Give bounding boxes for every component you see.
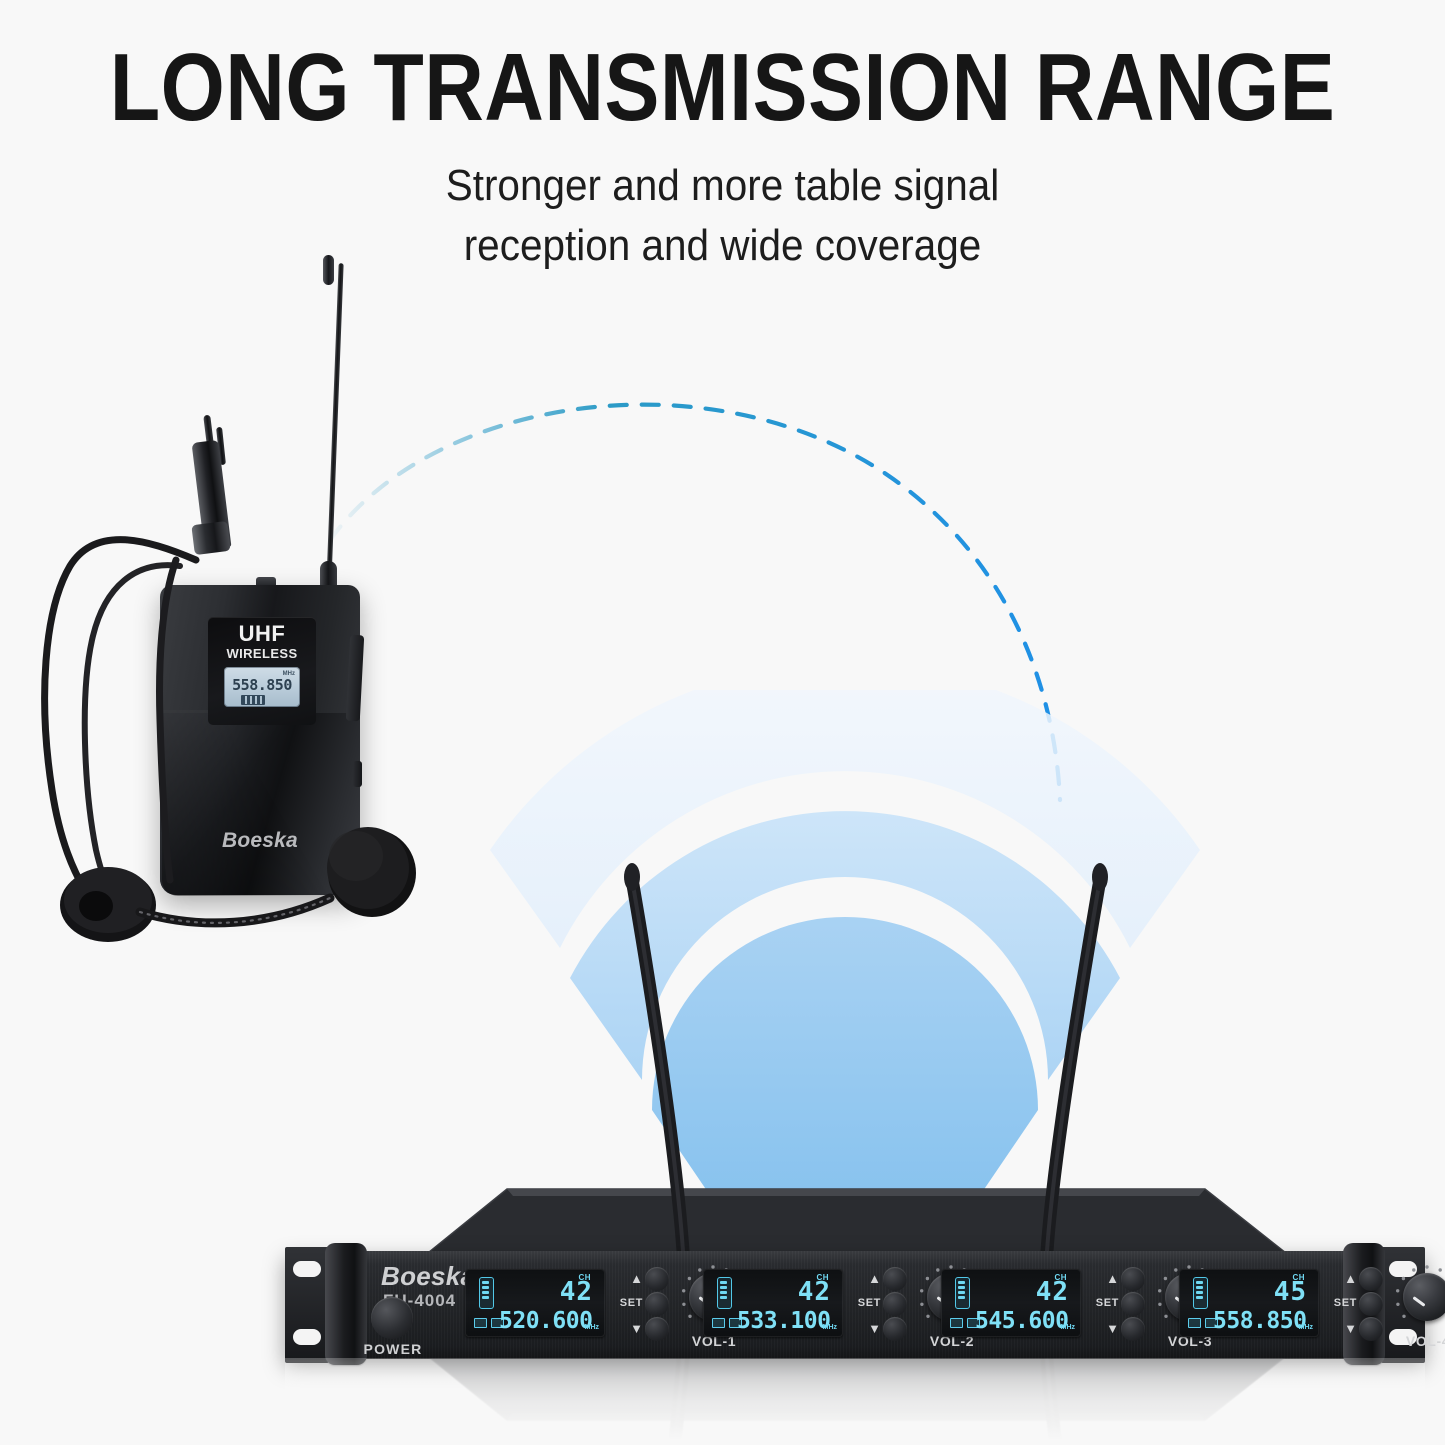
battery-icon <box>241 695 265 705</box>
up-button-label: ▲ <box>1344 1271 1357 1286</box>
page-title: LONG TRANSMISSION RANGE <box>109 34 1336 141</box>
channel-number: 42 <box>1035 1277 1069 1307</box>
rf-signal-icon <box>717 1277 732 1309</box>
frequency-unit: MHz <box>822 1324 837 1331</box>
up-button[interactable] <box>645 1267 669 1291</box>
channel-frequency: 558.850 <box>1213 1308 1307 1334</box>
rf-signal-icon <box>479 1277 494 1309</box>
power-label: POWER <box>363 1341 423 1357</box>
set-button[interactable] <box>1121 1292 1145 1316</box>
wireless-label: WIRELESS <box>226 646 298 661</box>
set-button[interactable] <box>883 1292 907 1316</box>
rf-signal-icon <box>1193 1277 1208 1309</box>
up-button-label: ▲ <box>868 1271 881 1286</box>
af-level-icon <box>474 1318 504 1328</box>
channel-number: 42 <box>559 1277 593 1307</box>
set-button[interactable] <box>1359 1292 1383 1316</box>
volume-knob[interactable] <box>1403 1273 1445 1321</box>
channel-tag: CH <box>1054 1273 1067 1282</box>
power-button[interactable] <box>371 1297 413 1339</box>
volume-label: VOL-1 <box>691 1333 737 1349</box>
frequency-unit: MHz <box>1298 1324 1313 1331</box>
down-button-label: ▼ <box>630 1321 643 1336</box>
receiver-antennas <box>624 863 1108 1258</box>
subtitle-line-1: Stronger and more table signal <box>445 161 1000 210</box>
down-button-label: ▼ <box>868 1321 881 1336</box>
channel-tag: CH <box>578 1273 591 1282</box>
rf-signal-icon <box>955 1277 970 1309</box>
subtitle: Stronger and more table signal reception… <box>58 156 1387 276</box>
up-button[interactable] <box>883 1267 907 1291</box>
channel-frequency: 545.600 <box>975 1308 1069 1334</box>
channel-number: 45 <box>1273 1277 1307 1307</box>
up-button[interactable] <box>1121 1267 1145 1291</box>
volume-label: VOL-3 <box>1167 1333 1213 1349</box>
subtitle-line-2: reception and wide coverage <box>463 220 982 270</box>
channel-tag: CH <box>1292 1273 1305 1282</box>
antenna-icon <box>323 255 334 285</box>
bodypack-lcd: MHz 558.850 <box>224 667 300 707</box>
up-button-label: ▲ <box>1106 1271 1119 1286</box>
top-nub <box>256 577 276 587</box>
knob-scale-icon <box>1396 1265 1442 1318</box>
channel-tag: CH <box>816 1273 829 1282</box>
set-button-label: SET <box>857 1297 881 1309</box>
rack-ear-left <box>285 1247 329 1363</box>
side-button[interactable] <box>353 761 362 787</box>
set-button[interactable] <box>645 1292 669 1316</box>
volume-label: VOL-2 <box>929 1333 975 1349</box>
af-level-icon <box>950 1318 980 1328</box>
channel-frequency: 520.600 <box>499 1308 593 1334</box>
bodypack-front-panel: UHF WIRELESS MHz 558.850 <box>208 617 316 725</box>
headset-microphone <box>41 536 416 942</box>
frequency-unit: MHz <box>1060 1324 1075 1331</box>
set-button-label: SET <box>1333 1297 1357 1309</box>
volume-label: VOL-4 <box>1405 1333 1445 1349</box>
signal-wave-icon <box>490 690 1200 1210</box>
down-button-label: ▼ <box>1106 1321 1119 1336</box>
uhf-label: UHF <box>238 621 286 646</box>
set-button-label: SET <box>619 1297 643 1309</box>
af-level-icon <box>712 1318 742 1328</box>
lcd-unit: MHz <box>282 671 295 677</box>
channel-number: 42 <box>797 1277 831 1307</box>
rack-handle-left[interactable] <box>325 1243 367 1365</box>
bodypack-shell <box>160 585 360 895</box>
frequency-unit: MHz <box>584 1324 599 1331</box>
rack-screw-hole <box>293 1261 321 1277</box>
af-level-icon <box>1188 1318 1218 1328</box>
down-button[interactable] <box>645 1317 669 1341</box>
bodypack-brand: Boeska <box>222 829 298 852</box>
rack-screw-hole <box>1389 1261 1417 1277</box>
channel-frequency: 533.100 <box>737 1308 831 1334</box>
up-button-label: ▲ <box>630 1271 643 1286</box>
down-button[interactable] <box>1359 1317 1383 1341</box>
up-button[interactable] <box>1359 1267 1383 1291</box>
lcd-frequency: 558.850 <box>232 676 292 694</box>
down-button[interactable] <box>1121 1317 1145 1341</box>
rack-brand: Boeska <box>381 1261 476 1291</box>
rack-screw-hole <box>1389 1329 1417 1345</box>
down-button-label: ▼ <box>1344 1321 1357 1336</box>
rack-screw-hole <box>293 1329 321 1345</box>
down-button[interactable] <box>883 1317 907 1341</box>
set-button-label: SET <box>1095 1297 1119 1309</box>
